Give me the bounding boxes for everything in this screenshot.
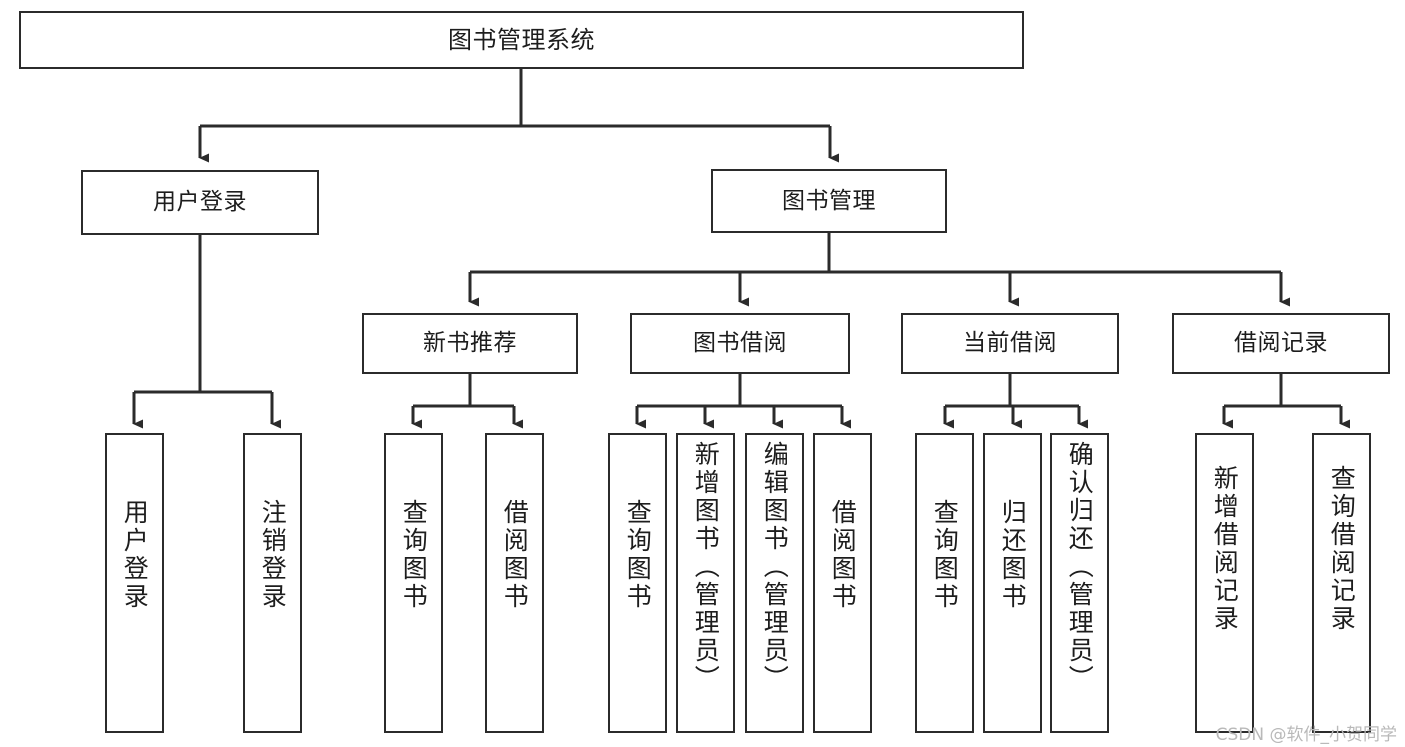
node-current-borrow[interactable]: 当前借阅 bbox=[901, 313, 1119, 374]
node-label: 图书管理 bbox=[782, 187, 876, 214]
node-label: 查询图书 bbox=[399, 499, 429, 611]
node-new-book-recommend[interactable]: 新书推荐 bbox=[362, 313, 578, 374]
leaf-query-book-2[interactable]: 查询图书 bbox=[608, 433, 667, 733]
node-label: 查询图书 bbox=[623, 499, 653, 611]
node-label: 查询借阅记录 bbox=[1327, 465, 1357, 633]
leaf-add-record[interactable]: 新增借阅记录 bbox=[1195, 433, 1254, 733]
node-label: 归还图书 bbox=[998, 499, 1028, 611]
leaf-edit-book[interactable]: 编辑图书（管理员） bbox=[745, 433, 804, 733]
leaf-user-login[interactable]: 用户登录 bbox=[105, 433, 164, 733]
leaf-query-record[interactable]: 查询借阅记录 bbox=[1312, 433, 1371, 733]
node-label: 新增图书（管理员） bbox=[691, 441, 721, 693]
node-label: 图书借阅 bbox=[693, 330, 787, 357]
leaf-query-book-3[interactable]: 查询图书 bbox=[915, 433, 974, 733]
node-label: 编辑图书（管理员） bbox=[760, 441, 790, 693]
leaf-logout-login[interactable]: 注销登录 bbox=[243, 433, 302, 733]
leaf-borrow-book-2[interactable]: 借阅图书 bbox=[813, 433, 872, 733]
leaf-borrow-book-1[interactable]: 借阅图书 bbox=[485, 433, 544, 733]
node-label: 借阅记录 bbox=[1234, 330, 1328, 357]
node-borrow-record[interactable]: 借阅记录 bbox=[1172, 313, 1390, 374]
node-label: 用户登录 bbox=[153, 189, 247, 216]
node-label: 注销登录 bbox=[258, 499, 288, 611]
node-label: 新书推荐 bbox=[423, 330, 517, 357]
node-label: 确认归还（管理员） bbox=[1065, 441, 1095, 693]
node-book-borrow[interactable]: 图书借阅 bbox=[630, 313, 850, 374]
leaf-query-book-1[interactable]: 查询图书 bbox=[384, 433, 443, 733]
node-label: 图书管理系统 bbox=[448, 26, 595, 54]
node-label: 新增借阅记录 bbox=[1210, 465, 1240, 633]
csdn-watermark: CSDN @软件_小贺同学 bbox=[1215, 725, 1397, 745]
node-label: 查询图书 bbox=[930, 499, 960, 611]
leaf-confirm-return[interactable]: 确认归还（管理员） bbox=[1050, 433, 1109, 733]
leaf-add-book[interactable]: 新增图书（管理员） bbox=[676, 433, 735, 733]
node-book-manage[interactable]: 图书管理 bbox=[711, 169, 947, 233]
node-user-login[interactable]: 用户登录 bbox=[81, 170, 319, 235]
node-root-system[interactable]: 图书管理系统 bbox=[19, 11, 1024, 69]
node-label: 当前借阅 bbox=[963, 330, 1057, 357]
node-label: 借阅图书 bbox=[500, 499, 530, 611]
node-label: 借阅图书 bbox=[828, 499, 858, 611]
leaf-return-book[interactable]: 归还图书 bbox=[983, 433, 1042, 733]
node-label: 用户登录 bbox=[120, 499, 150, 611]
